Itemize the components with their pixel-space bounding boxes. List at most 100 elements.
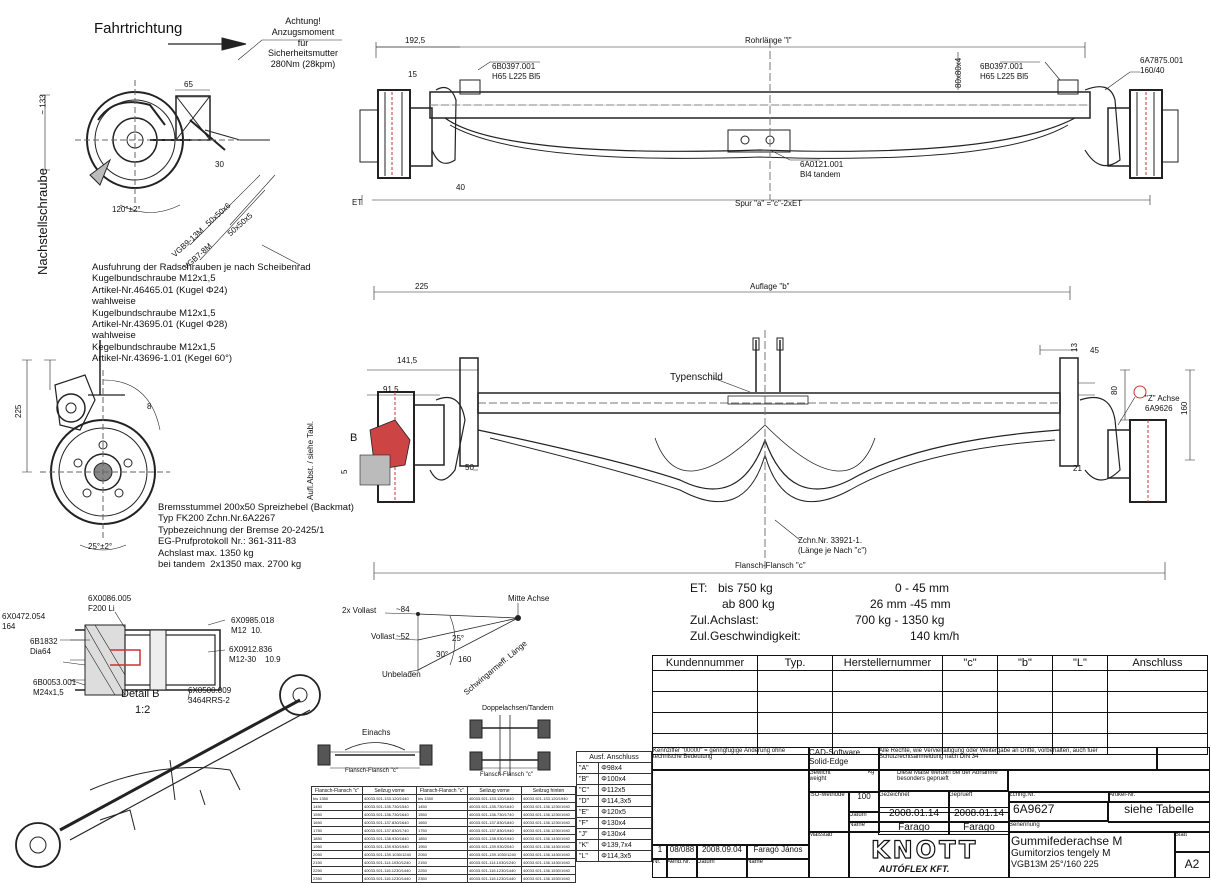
dim-50: 50 xyxy=(465,463,474,472)
anschluss-cell: "L" xyxy=(575,850,600,862)
titleblock-datum-label: Datum xyxy=(848,811,880,823)
titleblock-iso: ISO-Methode xyxy=(808,791,850,833)
col-anschluss: Anschluss xyxy=(1107,655,1208,671)
table-row: "B"Φ100x4 xyxy=(575,773,652,785)
seilzug-cell: 40033.921-116.1230/1440 xyxy=(361,874,417,883)
anschluss-cell: Φ114,3x5 xyxy=(598,850,652,862)
dim-30: 30 xyxy=(215,160,224,169)
spec-achslast-value: 700 kg - 1350 kg xyxy=(855,613,945,627)
dim-21: 21 xyxy=(1073,464,1082,473)
anschluss-cell: "E" xyxy=(575,806,600,818)
seilzug-cell: 40033.921-136.1230/1940 xyxy=(520,826,577,835)
lever-geometry-diagram xyxy=(384,603,521,673)
seilzug-h0: Flansch-Flansch "c" xyxy=(311,786,363,795)
side-view-drawing xyxy=(40,39,342,266)
titleblock-right-top xyxy=(1008,769,1210,793)
titleblock-corner xyxy=(1156,747,1210,771)
col-typ: Typ. xyxy=(757,655,833,671)
titleblock-blatt: Blatt xyxy=(1174,831,1210,853)
dim-25deg: 25°±2° xyxy=(88,542,113,551)
right-bracket-part: 6B0397.001 H65 L225 Bl5 xyxy=(980,62,1029,81)
seilzug-cell: 40033.921-136.1230/1940 xyxy=(520,802,577,811)
tandem-part: 6A0121.001 Bl4 tandem xyxy=(800,160,844,179)
table-row: "K"Φ139,7x4 xyxy=(575,839,652,851)
title-line-1: Gummifederachse M xyxy=(1011,834,1123,848)
nachstellschraube-label: Nachstellschraube xyxy=(35,168,50,275)
table-row: "L"Φ114,3x5 xyxy=(575,850,652,862)
col-herstellernummer: Herstellernummer xyxy=(832,655,943,671)
dim-120deg: 120°±2° xyxy=(112,205,141,214)
seilzug-cell: 1650 xyxy=(311,818,363,827)
titleblock-gez-label: Gezeichnet xyxy=(878,791,950,813)
seilzug-cell: 40033.921-114.1030/1240 xyxy=(466,858,522,867)
mini-tandem-drawing xyxy=(469,715,551,775)
seilzug-cell: 1750 xyxy=(415,826,468,835)
dim-225: 225 xyxy=(415,282,429,291)
seilzug-cell: bis 1350 xyxy=(415,794,468,803)
anschluss-cell: Φ130x4 xyxy=(598,817,652,829)
customer-table: Kundennummer Typ. Herstellernummer "c" "… xyxy=(652,655,1208,755)
detail-part-1: 6X0472.054 164 xyxy=(2,612,46,631)
detail-b-scale: 1:2 xyxy=(135,704,151,716)
dim-15: 15 xyxy=(408,70,417,79)
knott-logo-sub: AUTÓFLEX KFT. xyxy=(879,864,950,874)
mini-flansch-left: Flansch-Flansch "c" xyxy=(345,768,398,774)
dim-8: 8 xyxy=(147,402,152,411)
titleblock-gewicht: Gewicht weight xyxy=(808,769,880,793)
dim-91-5: 91,5 xyxy=(383,385,399,394)
seilzug-cell: 2250 xyxy=(311,866,363,875)
seilzug-cell: 2150 xyxy=(311,858,363,867)
direction-label: Fahrtrichtung xyxy=(94,20,183,37)
seilzug-cell: 40033.921-136.730/1740 xyxy=(466,810,522,819)
lever-unbeladen: Unbeladen xyxy=(382,670,421,679)
mini-flansch-right: Flansch-Flansch "c" xyxy=(480,772,533,778)
seilzug-cell: 40033.921-116.1230/1440 xyxy=(466,874,522,883)
seilzug-table: Flansch-Flansch "c" Seilzug vorne Flansc… xyxy=(311,786,577,883)
anschluss-cell: "J" xyxy=(575,828,600,840)
anschluss-cell: "K" xyxy=(575,839,600,851)
titleblock-name1: Farago xyxy=(878,821,950,835)
titleblock-art-label: Artikel-Nr. xyxy=(1108,791,1210,803)
col-c: "c" xyxy=(942,655,998,671)
detail-b-title: Detail B xyxy=(121,688,160,700)
direction-arrow-icon xyxy=(168,37,247,51)
seilzug-cell: 40033.921-116.1230/1440 xyxy=(466,866,522,875)
anschluss-cell: Φ139,7x4 xyxy=(598,839,652,851)
dim-hub-225: 225 xyxy=(14,404,23,418)
titleblock-logo: KNOTT AUTÓFLEX KFT. xyxy=(848,831,1010,878)
dim-40: 40 xyxy=(456,183,465,192)
dim-45: 45 xyxy=(1090,346,1099,355)
rev-h4: Name xyxy=(746,858,810,878)
table-row xyxy=(652,712,1208,734)
typenschild-label: Typenschild xyxy=(670,372,723,383)
anschluss-cell: "F" xyxy=(575,817,600,829)
rev-code: 08/088 xyxy=(666,844,698,860)
table-row xyxy=(652,670,1208,692)
seilzug-cell: 40033.921-139.1030/1240 xyxy=(466,850,522,859)
table-row: "D"Φ114,3x5 xyxy=(575,795,652,807)
rev-no: 1 xyxy=(652,844,668,860)
seilzug-cell: 40033.921-133.120/1440 xyxy=(361,794,417,803)
seilzug-cell: 40033.921-136.1230/1940 xyxy=(520,810,577,819)
title-line-2: Gumitorzios tengely M xyxy=(1011,848,1111,859)
seilzug-cell: 1850 xyxy=(415,834,468,843)
seilzug-cell: 40033.921-136.730/1640 xyxy=(361,810,417,819)
seilzug-cell: 40033.921-135.730/1540 xyxy=(361,802,417,811)
seilzug-cell: 40033.921-138.930/1840 xyxy=(361,834,417,843)
seilzug-cell: 40033.921-136.1430/1940 xyxy=(520,850,577,859)
lever-30: 30° xyxy=(436,650,449,659)
seilzug-cell: 40033.921-135.730/1640 xyxy=(466,802,522,811)
seilzug-cell: 40033.921-136.1430/1940 xyxy=(520,842,577,851)
spec-achslast-label: Zul.Achslast: xyxy=(690,613,759,627)
anschluss-cell: "B" xyxy=(575,773,600,785)
dim-5: 5 xyxy=(340,469,349,474)
table-row xyxy=(652,733,1208,755)
zchn-label: Zchn.Nr. 33921-1. (Länge je Nach "c") xyxy=(798,536,867,555)
rev-h2: Aend.Nr. xyxy=(666,858,698,878)
einachs-label: Einachs xyxy=(362,728,391,737)
